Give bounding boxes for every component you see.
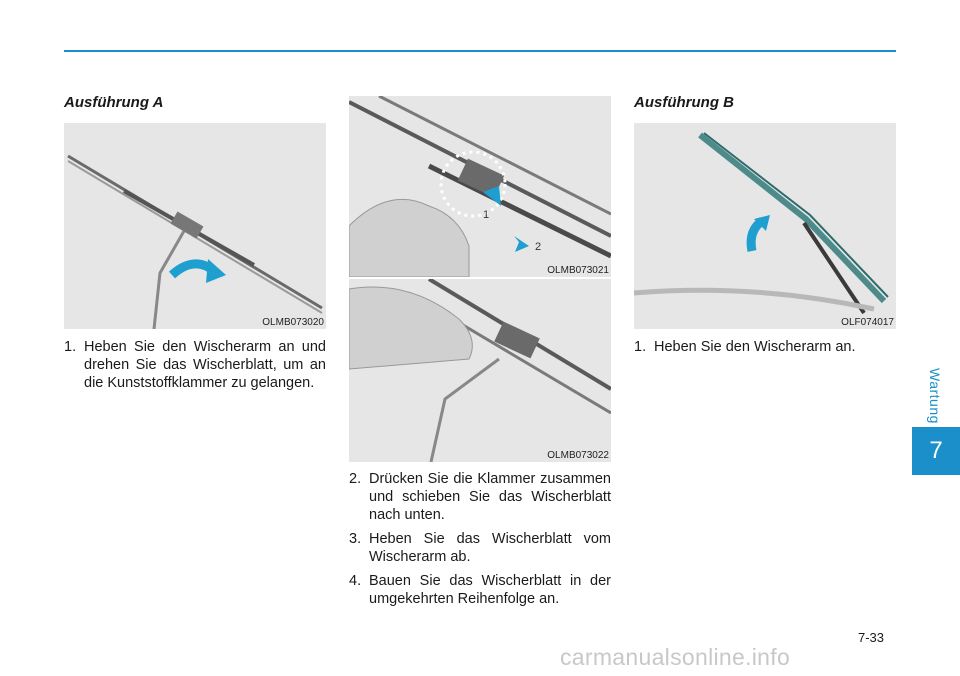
step-text: Bauen Sie das Wischerblatt in der umgeke… — [369, 573, 611, 607]
figure-wiper-a: OLMB073020 — [64, 123, 326, 329]
figure-code: OLMB073021 — [547, 265, 609, 276]
step-text: Drücken Sie die Klammer zusammen und sch… — [369, 471, 611, 523]
page-number: 7-33 — [858, 630, 885, 645]
steps-list-a-cont: 2. Drücken Sie die Klammer zusammen und s… — [349, 470, 611, 614]
marker-2: 2 — [535, 241, 541, 253]
step-text: Heben Sie den Wischerarm an. — [654, 339, 856, 355]
step-item: 1. Heben Sie den Wischerarm an. — [634, 338, 896, 356]
step-item: 3. Heben Sie das Wischerblatt vom Wischer… — [349, 530, 611, 566]
step-number: 2. — [349, 471, 362, 487]
heading-version-b: Ausführung B — [634, 94, 734, 111]
steps-list-a: 1. Heben Sie den Wischerarm an und drehen… — [64, 338, 326, 398]
step-item: 4. Bauen Sie das Wischerblatt in der umge… — [349, 572, 611, 608]
watermark: carmanualsonline.info — [560, 644, 791, 670]
step-item: 2. Drücken Sie die Klammer zusammen und s… — [349, 470, 611, 524]
figure-code: OLMB073022 — [547, 450, 609, 461]
figure-clip-press: 1 2 OLMB073021 — [349, 96, 611, 277]
top-rule — [64, 50, 896, 52]
marker-1: 1 — [483, 209, 489, 221]
blade-lift-illustration — [349, 279, 611, 462]
heading-version-a: Ausführung A — [64, 94, 164, 111]
step-text: Heben Sie den Wischerarm an und drehen S… — [84, 339, 326, 391]
step-number: 4. — [349, 573, 362, 589]
steps-list-b: 1. Heben Sie den Wischerarm an. — [634, 338, 896, 362]
section-side-label: Wartung — [927, 368, 943, 424]
figure-wiper-b: OLF074017 — [634, 123, 896, 329]
step-number: 1. — [634, 339, 647, 355]
chapter-tab: 7 — [912, 427, 960, 475]
step-item: 1. Heben Sie den Wischerarm an und drehen… — [64, 338, 326, 392]
step-number: 1. — [64, 339, 77, 355]
step-text: Heben Sie das Wischerblatt vom Wischerar… — [369, 531, 611, 565]
clip-press-illustration: 1 2 — [349, 96, 611, 277]
wiper-illustration-b — [634, 132, 889, 315]
figure-code: OLF074017 — [841, 317, 894, 328]
figure-blade-lift: OLMB073022 — [349, 279, 611, 462]
wiper-illustration-a — [67, 154, 323, 329]
step-number: 3. — [349, 531, 362, 547]
figure-code: OLMB073020 — [262, 317, 324, 328]
